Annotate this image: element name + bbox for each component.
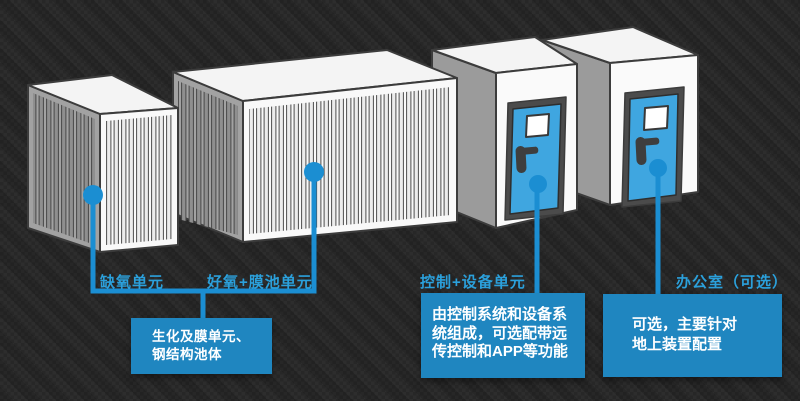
callout-text-line: 钢结构池体 (152, 346, 222, 362)
unit-anoxic-graphic (27, 74, 179, 253)
callout-office-optional: 可选，主要针对 地上装置配置 (603, 294, 782, 377)
unit-label-aerobic-membrane: 好氧+膜池单元 (207, 274, 313, 291)
callout-text-line: 传控制和APP等功能 (432, 343, 568, 360)
callout-biochemical-membrane: 生化及膜单元、 钢结构池体 (131, 318, 272, 374)
door-window (643, 105, 669, 131)
dot-control (529, 175, 547, 193)
door-handle-icon (635, 137, 660, 165)
office-door (621, 86, 685, 208)
door-window (525, 113, 550, 138)
callout-text-line: 可选，主要针对 (632, 316, 738, 333)
control-door (504, 96, 567, 221)
aerobic-side-corrugation (178, 81, 238, 235)
callout-dots (83, 159, 667, 205)
unit-label-control-equipment: 控制+设备单元 (420, 274, 526, 291)
door-handle-icon (515, 146, 539, 173)
callout-text-line: 由控制系统和设备系 (432, 306, 568, 323)
callout-text-line: 生化及膜单元、 (152, 329, 250, 344)
unit-label-office: 办公室（可选） (676, 274, 789, 291)
dot-anoxic (83, 185, 103, 205)
unit-aerobic-membrane-graphic (172, 49, 458, 243)
aerobic-front-corrugation (249, 87, 451, 234)
anoxic-side-corrugation (33, 93, 95, 245)
connector-lines (90, 170, 661, 321)
dot-aerobic (304, 162, 324, 182)
callout-text-line: 统组成，可选配带远 (432, 324, 568, 342)
callout-text-line: 地上装置配置 (632, 336, 723, 353)
unit-label-anoxic: 缺氧单元 (100, 274, 165, 291)
unit-control-equipment-graphic (431, 36, 578, 229)
dot-office (649, 159, 667, 177)
callout-control-system: 由控制系统和设备系 统组成，可选配带远 传控制和APP等功能 (421, 293, 585, 378)
anoxic-front-corrugation (106, 115, 172, 245)
